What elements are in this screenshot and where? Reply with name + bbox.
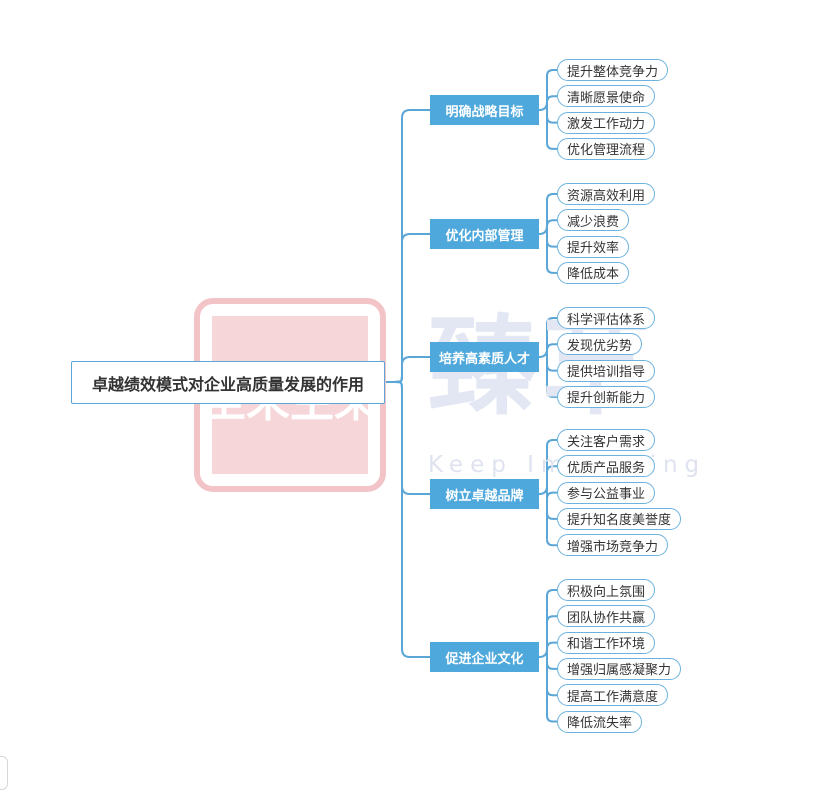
leaf-node[interactable]: 提升创新能力 bbox=[557, 385, 656, 408]
leaf-trunk-connector bbox=[538, 485, 548, 495]
leaf-node[interactable]: 团队协作共赢 bbox=[557, 605, 656, 628]
leaf-node[interactable]: 提升知名度美誉度 bbox=[557, 507, 682, 530]
root-node[interactable]: 卓越绩效模式对企业高质量发展的作用 bbox=[71, 361, 385, 404]
leaf-connector bbox=[546, 539, 557, 547]
branch-connector bbox=[393, 356, 430, 383]
leaf-connector bbox=[546, 615, 557, 623]
leaf-node[interactable]: 发现优劣势 bbox=[557, 333, 643, 356]
root-node-label: 卓越绩效模式对企业高质量发展的作用 bbox=[91, 374, 364, 394]
leaf-connector bbox=[546, 142, 557, 150]
branch-node[interactable]: 培养高素质人才 bbox=[430, 342, 539, 372]
leaf-node[interactable]: 优质产品服务 bbox=[557, 455, 656, 478]
branch-node[interactable]: 明确战略目标 bbox=[430, 95, 539, 125]
leaf-node[interactable]: 提升效率 bbox=[557, 235, 630, 258]
leaf-trunk-connector bbox=[538, 225, 548, 235]
leaf-connector bbox=[546, 343, 557, 351]
leaf-trunk-connector bbox=[538, 648, 548, 658]
leaf-connector bbox=[546, 364, 557, 372]
branch-node[interactable]: 优化内部管理 bbox=[430, 219, 539, 249]
branch-connector bbox=[393, 381, 430, 658]
leaf-connector bbox=[546, 491, 557, 499]
leaf-trunk-connector bbox=[538, 101, 548, 111]
leaf-connector bbox=[546, 69, 557, 77]
leaf-connector bbox=[546, 266, 557, 274]
leaf-node[interactable]: 增强市场竞争力 bbox=[557, 534, 669, 557]
leaf-connector bbox=[546, 715, 557, 723]
branch-connector bbox=[393, 381, 430, 495]
leaf-node[interactable]: 激发工作动力 bbox=[557, 111, 656, 134]
leaf-node[interactable]: 关注客户需求 bbox=[557, 429, 656, 451]
leaf-node[interactable]: 积极向上氛围 bbox=[557, 579, 656, 601]
leaf-connector bbox=[546, 219, 557, 227]
leaf-node[interactable]: 提供培训指导 bbox=[557, 359, 656, 382]
leaf-connector bbox=[546, 662, 557, 670]
leaf-connector bbox=[546, 465, 557, 473]
leaf-connector bbox=[546, 317, 557, 325]
leaf-connector bbox=[546, 95, 557, 103]
leaf-node[interactable]: 参与公益事业 bbox=[557, 481, 656, 504]
leaf-node[interactable]: 提高工作满意度 bbox=[557, 684, 669, 707]
leaf-node[interactable]: 提升整体竞争力 bbox=[557, 59, 669, 81]
branch-connector bbox=[393, 233, 430, 383]
leaf-connector bbox=[546, 689, 557, 697]
leaf-connector bbox=[546, 439, 557, 447]
branch-node[interactable]: 促进企业文化 bbox=[430, 642, 539, 672]
leaf-node[interactable]: 优化管理流程 bbox=[557, 137, 656, 160]
leaf-node[interactable]: 资源高效利用 bbox=[557, 183, 656, 205]
leaf-connector bbox=[546, 116, 557, 124]
leaf-connector bbox=[546, 589, 557, 597]
leaf-node[interactable]: 和谐工作环境 bbox=[557, 631, 656, 654]
leaf-node[interactable]: 增强归属感凝聚力 bbox=[557, 657, 682, 680]
leaf-connector bbox=[546, 390, 557, 398]
leaf-node[interactable]: 科学评估体系 bbox=[557, 307, 656, 329]
leaf-connector bbox=[546, 641, 557, 649]
leaf-connector bbox=[546, 193, 557, 201]
leaf-node[interactable]: 降低流失率 bbox=[557, 710, 643, 733]
branch-connector bbox=[393, 109, 430, 383]
corner-handle bbox=[0, 756, 8, 790]
leaf-connector bbox=[546, 240, 557, 248]
leaf-node[interactable]: 降低成本 bbox=[557, 261, 630, 284]
leaf-node[interactable]: 减少浪费 bbox=[557, 209, 630, 232]
leaf-connector bbox=[546, 512, 557, 520]
leaf-node[interactable]: 清晰愿景使命 bbox=[557, 85, 656, 108]
branch-node[interactable]: 树立卓越品牌 bbox=[430, 479, 539, 509]
